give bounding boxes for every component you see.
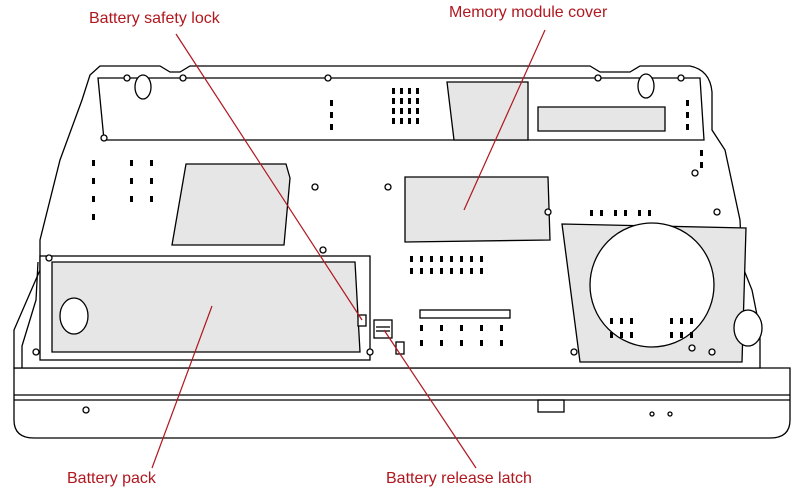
leader-battery-pack <box>151 305 213 469</box>
base-indicator-dot <box>82 406 90 414</box>
battery-safety-lock <box>357 314 367 327</box>
foot-top-left <box>134 74 152 100</box>
foot-bottom-right <box>733 309 763 347</box>
base-port-slot <box>537 399 565 413</box>
foot-bottom-left <box>59 297 89 335</box>
foot-top-right <box>637 73 655 99</box>
label-battery-safety-lock: Battery safety lock <box>89 10 220 27</box>
leader-memory-module-cover <box>463 29 546 211</box>
memory-module-cover <box>404 176 551 243</box>
fan-circle <box>589 222 715 348</box>
label-memory-module-cover: Memory module cover <box>449 4 608 21</box>
leader-battery-safety-lock <box>175 33 363 321</box>
panel-top-right <box>537 106 666 132</box>
leader-battery-release-latch <box>383 329 477 469</box>
panel-left-grey <box>171 163 291 246</box>
battery-release-latch <box>373 319 393 339</box>
label-battery-release-latch: Battery release latch <box>386 470 532 487</box>
label-battery-pack: Battery pack <box>67 470 156 487</box>
panel-top-center <box>446 81 529 141</box>
laptop-base-slab <box>13 367 791 439</box>
